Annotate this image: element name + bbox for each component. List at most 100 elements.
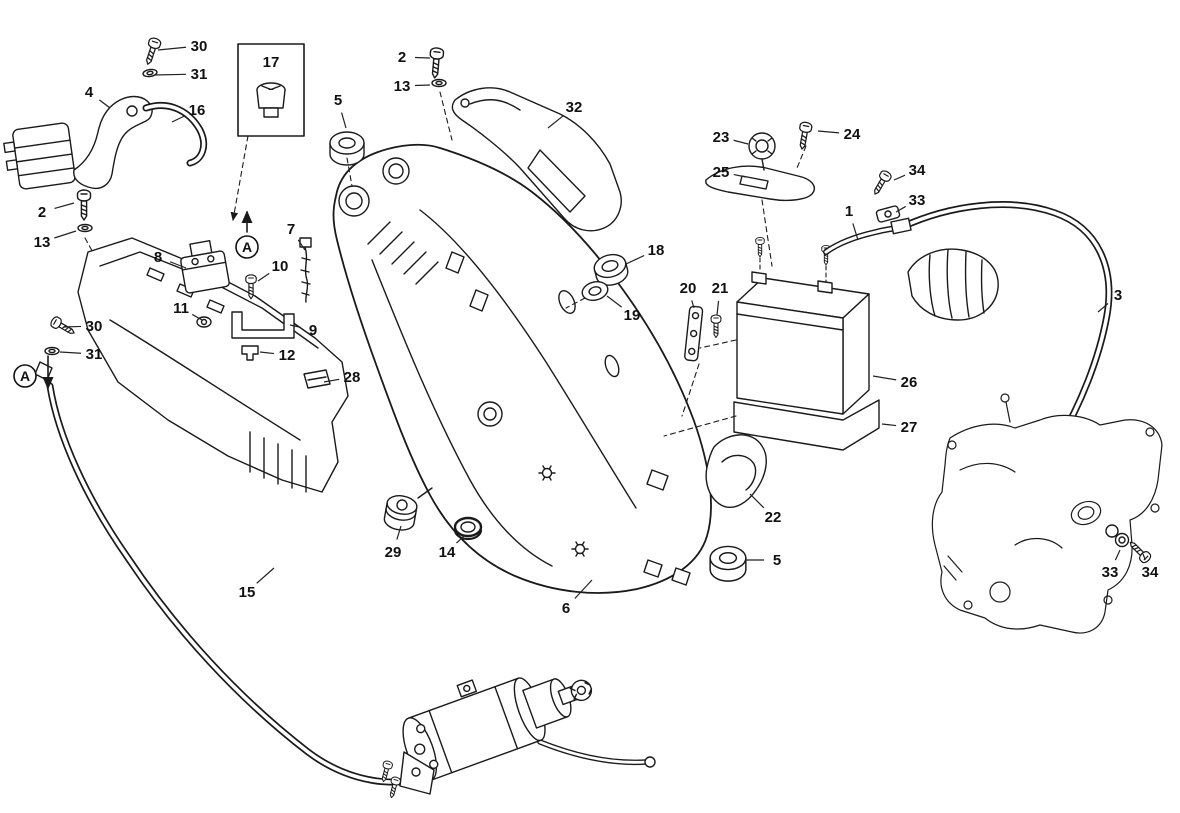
ref-letter: A [13, 364, 37, 388]
callout-leader [547, 114, 565, 129]
callout-leader [895, 205, 907, 213]
rings-18-19-drawing [565, 253, 629, 309]
callout-label: 27 [901, 419, 918, 436]
callout-label: 5 [334, 92, 342, 109]
callout-leader [817, 130, 840, 134]
callout-leader [59, 351, 82, 354]
grommet-5-left [329, 131, 365, 187]
callout-leader [872, 375, 897, 381]
grommet-5-right [709, 545, 747, 582]
main-frame-drawing [332, 143, 712, 594]
callout-leader [716, 300, 720, 316]
engine-crankcase-drawing [931, 393, 1163, 634]
callout-label: 2 [398, 49, 406, 66]
callout-label: 22 [765, 509, 782, 526]
relay-assembly-drawing [3, 36, 208, 259]
callout-label: 16 [189, 102, 206, 119]
callout-leader [733, 173, 747, 178]
callout-leader [54, 230, 77, 239]
starter-motor-drawing [378, 677, 656, 800]
callout-leader [63, 325, 82, 328]
bracket-20-21-drawing [681, 305, 722, 417]
callout-leader [191, 313, 203, 321]
callout-leader [256, 567, 275, 584]
callout-label: 13 [394, 78, 411, 95]
callout-label: 25 [713, 164, 730, 181]
callout-label: 21 [712, 280, 729, 297]
callout-leader [749, 493, 765, 509]
callout-leader [171, 115, 186, 123]
grommet-14-drawing [453, 516, 483, 541]
callout-label: 9 [309, 322, 317, 339]
callout-label: 17 [263, 54, 280, 71]
solenoid-and-brackets-drawing [180, 237, 331, 389]
callout-label: 10 [272, 258, 289, 275]
callout-leader [98, 99, 111, 109]
callout-label: 8 [154, 249, 162, 266]
left-screws-drawing [42, 314, 78, 390]
callout-label: 30 [191, 38, 208, 55]
bracket-32-drawing [427, 46, 622, 232]
callout-leader [169, 261, 187, 269]
callout-leader [414, 56, 431, 59]
svg-text:A: A [20, 368, 30, 384]
callout-leader [157, 46, 187, 51]
callout-leader [414, 84, 431, 87]
callout-leader [852, 223, 859, 241]
callout-leader [574, 579, 593, 599]
plug-29-drawing [383, 487, 433, 531]
callout-label: 1 [845, 203, 853, 220]
callout-leader [153, 73, 187, 76]
callout-label: 14 [439, 544, 456, 561]
callout-leader [289, 324, 301, 328]
callout-label: 29 [385, 544, 402, 561]
callout-leader [606, 295, 623, 308]
ref-letter: A [235, 235, 259, 259]
callout-label: 31 [191, 66, 208, 83]
callout-label: 19 [624, 307, 641, 324]
flap-22-drawing [705, 434, 767, 508]
callout-label: 33 [909, 192, 926, 209]
detail-box-17 [230, 43, 305, 222]
callout-label: 33 [1102, 564, 1119, 581]
callout-label: 24 [844, 126, 861, 143]
callout-label: 34 [1142, 564, 1159, 581]
callout-label: 28 [344, 369, 361, 386]
callout-label: 6 [562, 600, 570, 617]
callout-leader [340, 112, 347, 129]
callout-label: 11 [173, 300, 189, 317]
callout-label: 34 [909, 162, 926, 179]
callout-label: 15 [239, 584, 256, 601]
callout-label: 7 [287, 221, 295, 238]
callout-leader [691, 300, 695, 309]
callout-label: 18 [648, 242, 665, 259]
left-tray-drawing [77, 237, 349, 493]
callout-label: 13 [34, 234, 51, 251]
callout-label: 26 [901, 374, 918, 391]
callout-leader [1097, 302, 1109, 313]
callout-leader [893, 174, 906, 181]
callout-leader [257, 272, 270, 282]
callout-leader [323, 378, 340, 383]
callout-leader [1142, 553, 1146, 561]
battery-strap-drawing [705, 120, 816, 267]
callout-leader [297, 239, 306, 251]
callout-label: 23 [713, 129, 730, 146]
callout-label: 5 [773, 552, 781, 569]
battery-drawing [663, 236, 880, 451]
cable-1-drawing [823, 168, 999, 321]
callout-leader [881, 423, 897, 427]
callout-leader [456, 535, 465, 544]
callout-leader [54, 202, 75, 210]
callout-label: 2 [38, 204, 46, 221]
callout-label: 30 [86, 318, 103, 335]
callout-label: 3 [1114, 287, 1122, 304]
callout-leader [259, 351, 275, 355]
svg-text:A: A [242, 239, 252, 255]
callout-leader [1114, 549, 1121, 561]
cable-terminal-hardware [1105, 524, 1153, 565]
callout-label: 4 [85, 84, 94, 101]
callout-leader [396, 525, 402, 540]
callout-label: 20 [680, 280, 697, 297]
